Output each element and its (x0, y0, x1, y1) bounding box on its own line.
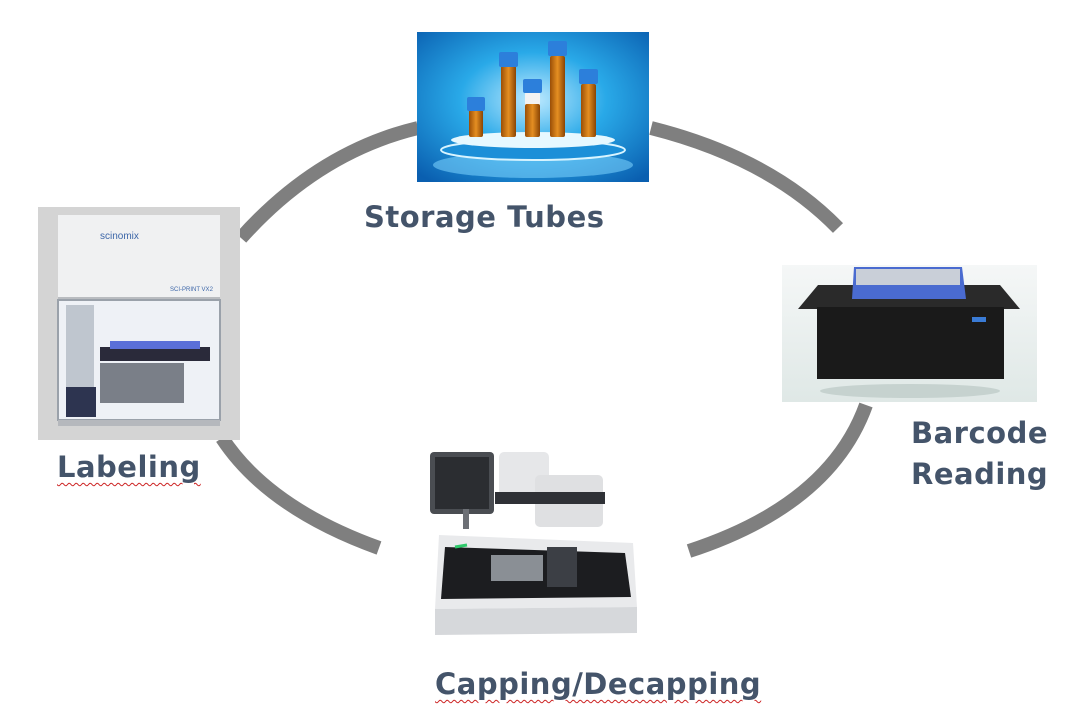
labeler-brand-text: scinomix (100, 231, 139, 242)
arc-labeling-to-storage (235, 121, 420, 243)
barcode-reader-image (782, 265, 1037, 402)
arc-storage-to-barcode (649, 121, 844, 233)
storage-tubes-label: Storage Tubes (364, 200, 605, 234)
capping-decapping-machine-image (425, 447, 647, 649)
capping-decapping-label: Capping/Decapping (435, 667, 762, 701)
barcode-reading-label-line-2: Reading (911, 457, 1049, 491)
arc-capping-to-labeling (216, 434, 382, 555)
arc-barcode-to-capping (686, 402, 873, 558)
barcode-reading-label-line-1: Barcode (911, 416, 1049, 450)
storage-tubes-image (417, 32, 649, 182)
labeling-machine-image: scinomix SCI-PRINT VX2 (38, 207, 240, 440)
labeling-label: Labeling (57, 450, 201, 484)
labeler-model-text: SCI-PRINT VX2 (170, 287, 214, 293)
barcode-reading-label: Barcode Reading (911, 413, 1048, 495)
